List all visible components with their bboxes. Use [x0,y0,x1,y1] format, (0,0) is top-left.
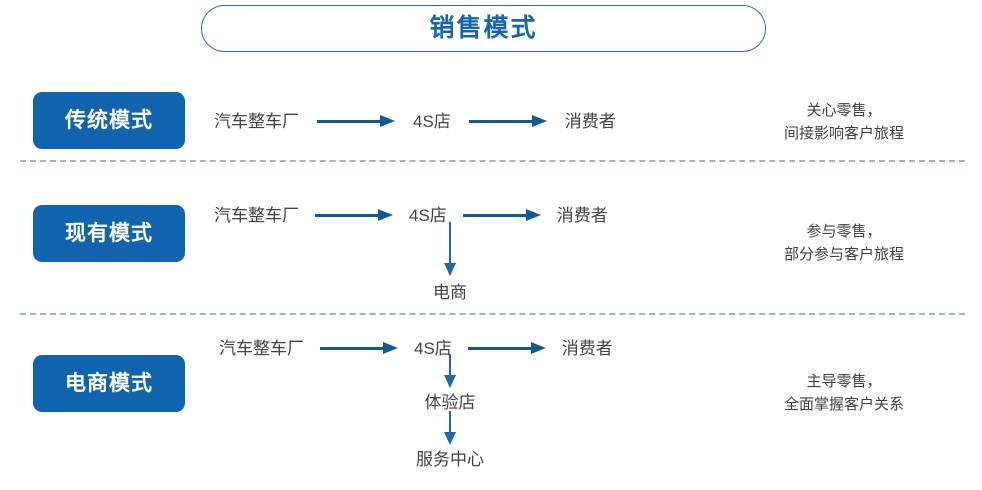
mode-row-current: 现有模式 汽车整车厂 4S店 消费者 电商 参与零售， 部分参与客户旅程 [0,178,982,310]
arrow-head [444,263,456,276]
flow-chain-ecommerce: 汽车整车厂 4S店 消费者 [219,334,613,362]
row-divider-1 [20,160,965,162]
mode-badge-label: 现有模式 [65,222,153,245]
row-divider-2 [20,313,965,315]
arrow-head [530,342,546,354]
arrow-shaft [467,347,532,350]
arrow-shaft [448,222,452,264]
note-line: 关心零售， [806,102,882,119]
arrow-shaft [468,120,533,123]
flow-node-dealership: 4S店 [414,338,452,358]
arrow-head [531,115,547,127]
branch-node-ecommerce: 电商 [433,283,467,302]
mode-badge-traditional[interactable]: 传统模式 [33,92,185,149]
mode-badge-ecommerce[interactable]: 电商模式 [33,355,185,412]
note-line: 全面掌握客户关系 [783,396,904,414]
note-line: 主导零售， [806,373,882,390]
flow-node-consumer: 消费者 [564,111,616,131]
note-line: 部分参与客户旅程 [783,246,904,264]
branch-chain-ecommerce: 体验店 服务中心 [398,354,502,468]
arrow-down-icon [444,222,456,276]
mode-note-current: 参与零售， 部分参与客户旅程 [714,220,974,267]
arrow-head [444,375,456,388]
arrow-down-icon [444,411,456,445]
mode-badge-label: 电商模式 [65,372,153,395]
arrow-shaft [315,214,379,217]
flow-node-dealership: 4S店 [409,205,447,225]
diagram-title-pill: 销售模式 [201,5,766,52]
mode-badge-current[interactable]: 现有模式 [33,205,185,262]
branch-node-experience-store: 体验店 [424,393,476,412]
arrow-head [383,342,398,354]
arrow-right-icon [468,115,547,127]
page-title: 销售模式 [429,14,538,42]
arrow-shaft [448,411,452,435]
flow-node-consumer: 消费者 [561,338,613,358]
arrow-right-icon [317,115,395,127]
flow-node-dealership: 4S店 [413,111,451,131]
flow-node-manufacturer: 汽车整车厂 [214,111,299,131]
arrow-shaft [320,347,384,350]
arrow-head [378,209,393,221]
mode-note-traditional: 关心零售， 间接影响客户旅程 [714,99,974,146]
flow-node-manufacturer: 汽车整车厂 [219,338,304,358]
note-line: 参与零售， [806,223,882,240]
arrow-right-icon [462,209,541,221]
arrow-down-icon [444,354,456,388]
mode-note-ecommerce: 主导零售， 全面掌握客户关系 [714,370,974,417]
arrow-right-icon [315,209,393,221]
arrow-right-icon [320,342,398,354]
arrow-head [525,209,541,221]
flow-node-manufacturer: 汽车整车厂 [214,205,299,225]
arrow-shaft [448,354,452,378]
mode-badge-label: 传统模式 [65,109,153,132]
arrow-right-icon [467,342,546,354]
note-line: 间接影响客户旅程 [783,125,904,143]
arrow-shaft [317,120,381,123]
flow-node-consumer: 消费者 [556,205,608,225]
mode-row-ecommerce: 电商模式 汽车整车厂 4S店 消费者 体验店 服务中心 主导零售， 全面掌握客户… [0,322,982,488]
mode-row-traditional: 传统模式 汽车整车厂 4S店 消费者 关心零售， 间接影响客户旅程 [0,78,982,158]
arrow-shaft [462,214,527,217]
arrow-head [444,432,456,445]
branch-chain-current: 电商 [404,222,496,301]
arrow-head [380,115,395,127]
branch-node-service-center: 服务中心 [416,450,484,469]
flow-chain-traditional: 汽车整车厂 4S店 消费者 [214,107,616,135]
flow-chain-current: 汽车整车厂 4S店 消费者 [214,201,608,229]
